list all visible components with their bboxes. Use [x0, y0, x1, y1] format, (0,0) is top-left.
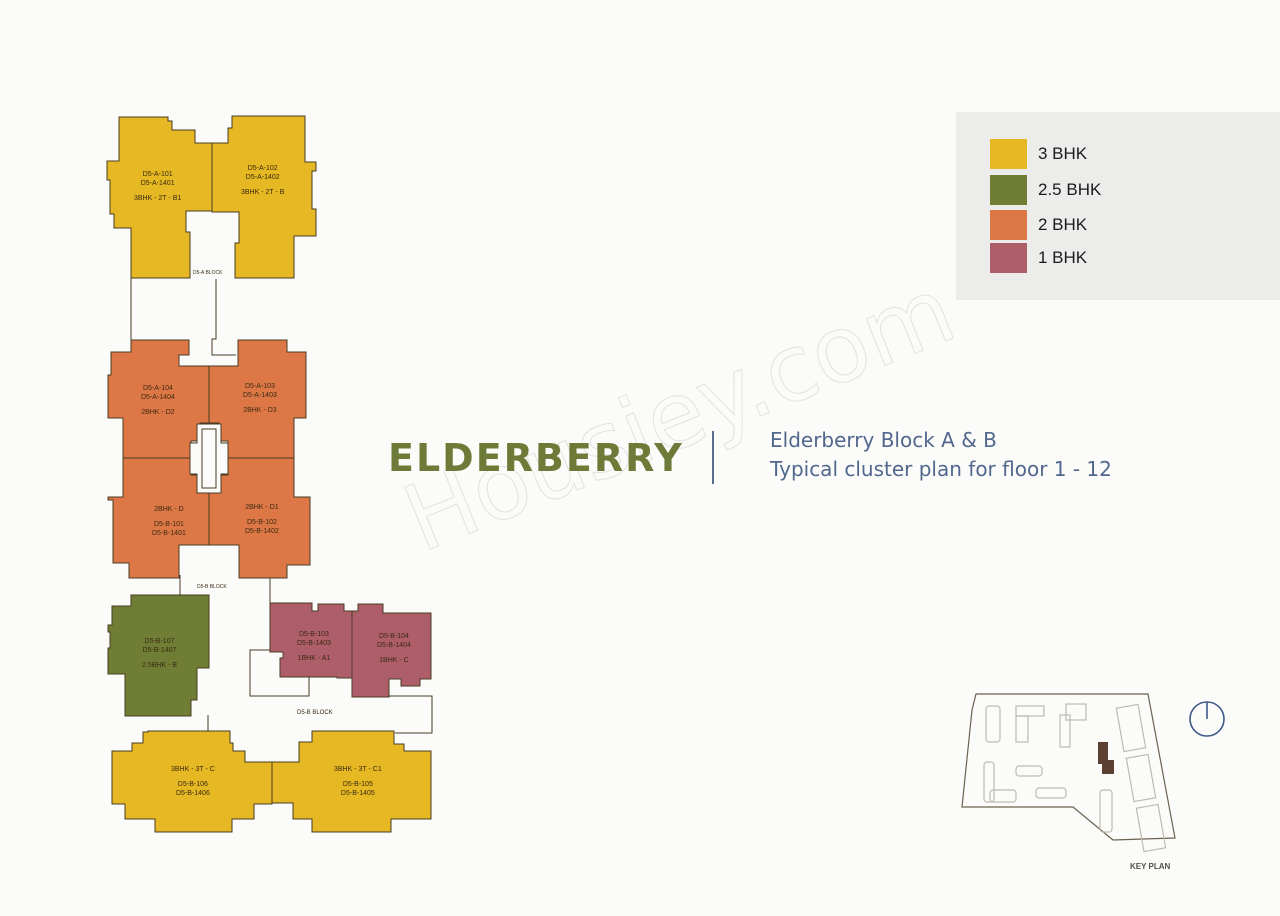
- label-b-block-upper: D5-B BLOCK: [197, 584, 227, 590]
- title-divider: [712, 431, 714, 484]
- north-compass-icon: [1189, 701, 1225, 737]
- legend-swatch-2bhk: [990, 210, 1027, 240]
- unit-d5-a-101[interactable]: [106, 116, 213, 279]
- legend-label: 1 BHK: [1038, 248, 1088, 267]
- legend-label: 3 BHK: [1038, 144, 1088, 163]
- corridor-a-right: [211, 279, 236, 356]
- unit-d5-b-107[interactable]: [107, 594, 210, 717]
- corridor-b-loop: [249, 649, 310, 697]
- key-plan-highlight: [1098, 742, 1114, 774]
- legend: 3 BHK 2.5 BHK 2 BHK 1 BHK: [956, 112, 1280, 300]
- unit-d5-b-104[interactable]: [351, 603, 432, 698]
- label-a-block: D5-A BLOCK: [193, 270, 223, 276]
- legend-label: 2.5 BHK: [1038, 180, 1102, 199]
- legend-label: 2 BHK: [1038, 215, 1088, 234]
- unit-d5-b-106[interactable]: [111, 730, 273, 833]
- subtitle-floors: Typical cluster plan for floor 1 - 12: [770, 457, 1112, 481]
- project-title: ELDERBERRY: [388, 436, 684, 480]
- legend-item-2bhk: 2 BHK: [990, 210, 1087, 240]
- key-plan-map: [961, 693, 1176, 853]
- legend-swatch-3bhk: [990, 139, 1027, 169]
- key-plan-label: KEY PLAN: [1130, 862, 1171, 871]
- legend-item-3bhk: 3 BHK: [990, 139, 1087, 169]
- unit-d5-a-104[interactable]: [107, 339, 210, 459]
- legend-swatch-2-5bhk: [990, 175, 1027, 205]
- unit-d5-a-102[interactable]: [211, 115, 317, 279]
- subtitle-block: Elderberry Block A & B: [770, 428, 997, 452]
- unit-d5-b-105[interactable]: [271, 730, 432, 833]
- label-b-block-lower: D5-B BLOCK: [297, 710, 333, 716]
- corridor-b-right: [389, 695, 433, 734]
- legend-swatch-1bhk: [990, 243, 1027, 273]
- legend-item-2-5bhk: 2.5 BHK: [990, 175, 1101, 205]
- legend-item-1bhk: 1 BHK: [990, 243, 1087, 273]
- core-lobby: [189, 423, 229, 494]
- cluster-floor-plan: [106, 115, 433, 833]
- watermark: Housiey.com: [389, 256, 969, 574]
